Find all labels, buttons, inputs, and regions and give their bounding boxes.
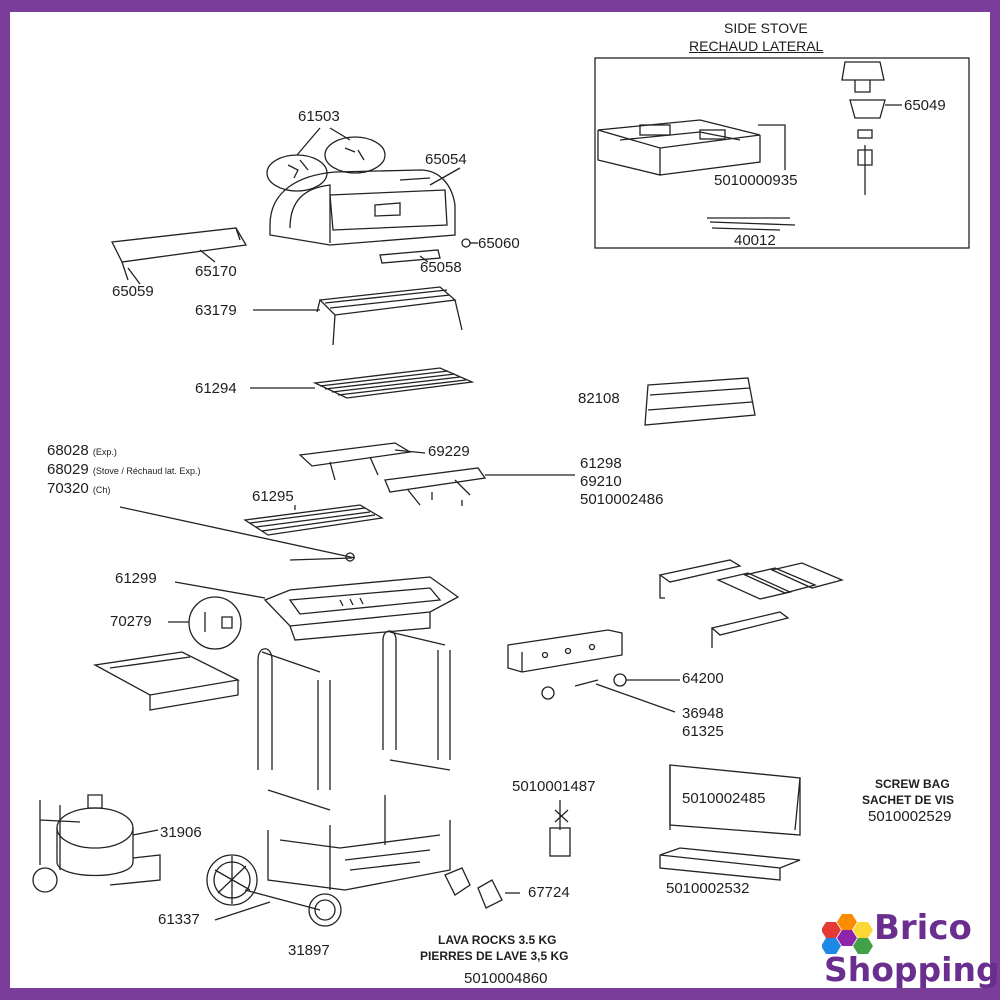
leg-caps-drawing	[444, 867, 503, 909]
grill-base-drawing	[263, 576, 460, 641]
leader-5010000935	[758, 124, 786, 170]
screw-bag-title: SCREW BAG	[875, 777, 950, 791]
part-label-5010002485: 5010002485	[682, 790, 766, 807]
part-label-68029: 68029 (Stove / Réchaud lat. Exp.)	[47, 461, 201, 478]
part-label-61503: 61503	[298, 108, 340, 125]
igniter-rod-drawing	[289, 557, 353, 561]
front-panel-drawing	[507, 629, 623, 673]
back-panel-drawing	[669, 764, 801, 836]
valve-drawing	[574, 679, 599, 687]
side-stove-box	[594, 57, 970, 249]
part-label-82108: 82108	[578, 390, 620, 407]
leader-61503	[296, 127, 351, 156]
lava-grate-drawing	[243, 504, 384, 536]
part-label-65049: 65049	[904, 97, 946, 114]
brico-shopping-logo: Brico Shopping	[822, 908, 1000, 998]
part-label-5010002529: 5010002529	[868, 808, 952, 825]
side-stove-shelf-drawing	[597, 119, 761, 176]
part-label-70279: 70279	[110, 613, 152, 630]
part-label-68028: 68028 (Exp.)	[47, 442, 117, 459]
part-label-65170: 65170	[195, 263, 237, 280]
part-label-36948: 36948	[682, 705, 724, 722]
part-label-65054: 65054	[425, 151, 467, 168]
part-label-40012: 40012	[734, 232, 776, 249]
parts-drawing	[32, 57, 970, 927]
burner-drawing	[644, 377, 756, 426]
lava-rocks-title: LAVA ROCKS 3.5 KG	[438, 933, 557, 947]
wheel-drawing	[206, 854, 342, 927]
left-side-shelf-drawing	[92, 651, 241, 711]
part-label-69210: 69210	[580, 473, 622, 490]
part-label-69229: 69229	[428, 443, 470, 460]
knob-circle-right	[324, 136, 386, 174]
part-label-65060: 65060	[478, 235, 520, 252]
part-label-5010004860: 5010004860	[464, 970, 548, 987]
part-label-65058: 65058	[420, 259, 462, 276]
bottom-tray-drawing	[659, 847, 801, 881]
screw-bag-title-fr: SACHET DE VIS	[862, 793, 955, 807]
side-stove-rod-drawing	[707, 217, 796, 231]
logo-word-shopping: Shopping	[824, 950, 1000, 989]
part-label-5010002532: 5010002532	[666, 880, 750, 897]
handle-drawing	[379, 249, 441, 264]
cart-frame-drawing	[257, 630, 451, 891]
leader-61299	[174, 581, 266, 599]
leader-65059	[127, 267, 141, 285]
grid-frame-drawing	[316, 286, 463, 346]
part-label-61298: 61298	[580, 455, 622, 472]
part-label-61299: 61299	[115, 570, 157, 587]
part-label-65059: 65059	[112, 283, 154, 300]
warming-rack-drawing	[111, 227, 248, 263]
logo-word-brico: Brico	[874, 908, 972, 948]
side-stove-title-fr: RECHAUD LATERAL	[689, 38, 824, 54]
leader-61337	[214, 901, 271, 921]
part-label-5010001487: 5010001487	[512, 778, 596, 795]
leader-65170	[199, 249, 216, 263]
part-label-70320: 70320 (Ch)	[47, 480, 111, 497]
gas-bottle-drawing	[32, 794, 161, 893]
nut-65060	[461, 238, 471, 248]
part-label-61294: 61294	[195, 380, 237, 397]
leader-36948	[595, 683, 676, 713]
part-label-63179: 63179	[195, 302, 237, 319]
part-label-61337: 61337	[158, 911, 200, 928]
leader-68028	[119, 506, 356, 559]
part-label-5010000935: 5010000935	[714, 172, 798, 189]
part-label-5010002486: 5010002486	[580, 491, 664, 508]
part-label-67724: 67724	[528, 884, 570, 901]
leader-69229	[394, 449, 426, 454]
part-label-61325: 61325	[682, 723, 724, 740]
side-stove-title: SIDE STOVE	[724, 20, 808, 36]
part-label-61295: 61295	[252, 488, 294, 505]
side-stove-valve-drawing	[841, 61, 886, 195]
hexagon-cluster-icon	[822, 914, 873, 954]
right-shelf-drawing	[658, 559, 844, 648]
regulator-drawing	[549, 827, 571, 857]
knob-64200-b	[613, 673, 627, 687]
exploded-parts-diagram: SIDE STOVE RECHAUD LATERAL 65049 5010000…	[10, 12, 1000, 989]
lava-rocks-title-fr: PIERRES DE LAVE 3,5 KG	[420, 949, 569, 963]
part-label-64200: 64200	[682, 670, 724, 687]
part-label-31906: 31906	[160, 824, 202, 841]
leader-31906	[132, 829, 159, 836]
part-circle-70279	[188, 596, 242, 650]
leader-65054	[429, 167, 461, 186]
lid-drawing	[269, 169, 456, 246]
knob-64200-a	[541, 686, 555, 700]
part-label-31897: 31897	[288, 942, 330, 959]
leader-65058	[419, 255, 429, 263]
cooking-grate-drawing	[312, 367, 475, 399]
